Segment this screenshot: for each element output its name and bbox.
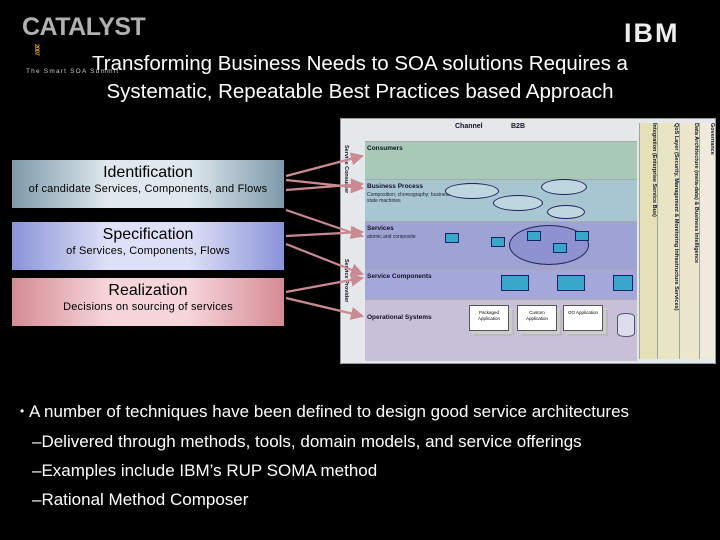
main-bullet-text: A number of techniques have been defined… [28, 402, 630, 421]
specification-subtitle: of Services, Components, Flows [66, 245, 230, 257]
service-icon [527, 231, 541, 241]
bullet-list: • A number of techniques have been defin… [20, 400, 710, 514]
identification-subtitle: of candidate Services, Components, and F… [28, 183, 268, 195]
specification-band: Specification of Services, Components, F… [12, 222, 284, 270]
oo-application: OO Application [563, 305, 603, 331]
service-provider-label: Service Provider [343, 259, 349, 303]
b2b-tab: B2B [511, 123, 526, 130]
service-icon [575, 231, 589, 241]
logo-tagline: The Smart SOA Summit [26, 68, 120, 75]
main-bullet: • A number of techniques have been defin… [20, 400, 710, 423]
service-icon [491, 237, 505, 247]
data-architecture-column: Data Architecture (meta-data) & Business… [679, 123, 699, 359]
qos-column: QoS Layer (Security, Management & Monito… [657, 123, 679, 359]
ibm-logo: IBM [624, 20, 696, 47]
realization-subtitle: Decisions on sourcing of services [63, 301, 233, 313]
services-layer-label: Services [367, 225, 394, 232]
sub-bullet-3: –Rational Method Composer [32, 490, 249, 509]
component-icon [501, 275, 529, 291]
process-flow-shape [493, 195, 543, 211]
component-icon [613, 275, 633, 291]
process-flow-shape [445, 183, 499, 199]
specification-title: Specification [102, 226, 194, 243]
realization-title: Realization [108, 282, 188, 299]
custom-application: Custom Application [517, 305, 557, 331]
ibm-wordmark: IBM [624, 20, 696, 47]
sub-bullet-1: –Delivered through methods, tools, domai… [32, 432, 582, 451]
packaged-application: Packaged Application [469, 305, 509, 331]
service-icon [553, 243, 567, 253]
catalyst-logo: CATALYST 2007 The Smart SOA Summit [22, 14, 146, 75]
service-consumer-label: Service Consumer [343, 145, 349, 194]
services-layer-sub: atomic and composite [367, 234, 416, 240]
business-process-sub: Composition; choreography; business stat… [367, 192, 451, 204]
soa-architecture-diagram: Service Consumer Service Provider Consum… [340, 118, 716, 364]
logo-word: CATALYST [22, 13, 146, 41]
service-icon [445, 233, 459, 243]
operational-systems-label: Operational Systems [367, 314, 432, 321]
governance-column: Governance [699, 123, 715, 359]
title-line-2: Systematic, Repeatable Best Practices ba… [106, 80, 614, 103]
consumers-layer: Consumers [365, 141, 637, 179]
database-icon [617, 313, 635, 337]
logo-wordmark: CATALYST 2007 [22, 13, 146, 66]
title-line-1: Transforming Business Needs to SOA solut… [92, 52, 628, 75]
identification-title: Identification [103, 164, 193, 181]
page-title: Transforming Business Needs to SOA solut… [0, 50, 720, 106]
integration-column: Integration (Enterprise Service Bus) [639, 123, 657, 359]
sub-bullet-2: –Examples include IBM’s RUP SOMA method [32, 461, 378, 480]
bullet-dot-icon: • [20, 404, 25, 418]
component-icon [557, 275, 585, 291]
realization-band: Realization Decisions on sourcing of ser… [12, 278, 284, 326]
logo-year: 2007 [33, 43, 39, 55]
process-flow-shape [541, 179, 587, 195]
process-flow-shape [547, 205, 585, 219]
channel-tab: Channel [455, 123, 483, 130]
consumers-layer-label: Consumers [367, 145, 403, 152]
business-process-label: Business Process [367, 183, 424, 190]
identification-band: Identification of candidate Services, Co… [12, 160, 284, 208]
service-components-label: Service Components [367, 273, 432, 280]
